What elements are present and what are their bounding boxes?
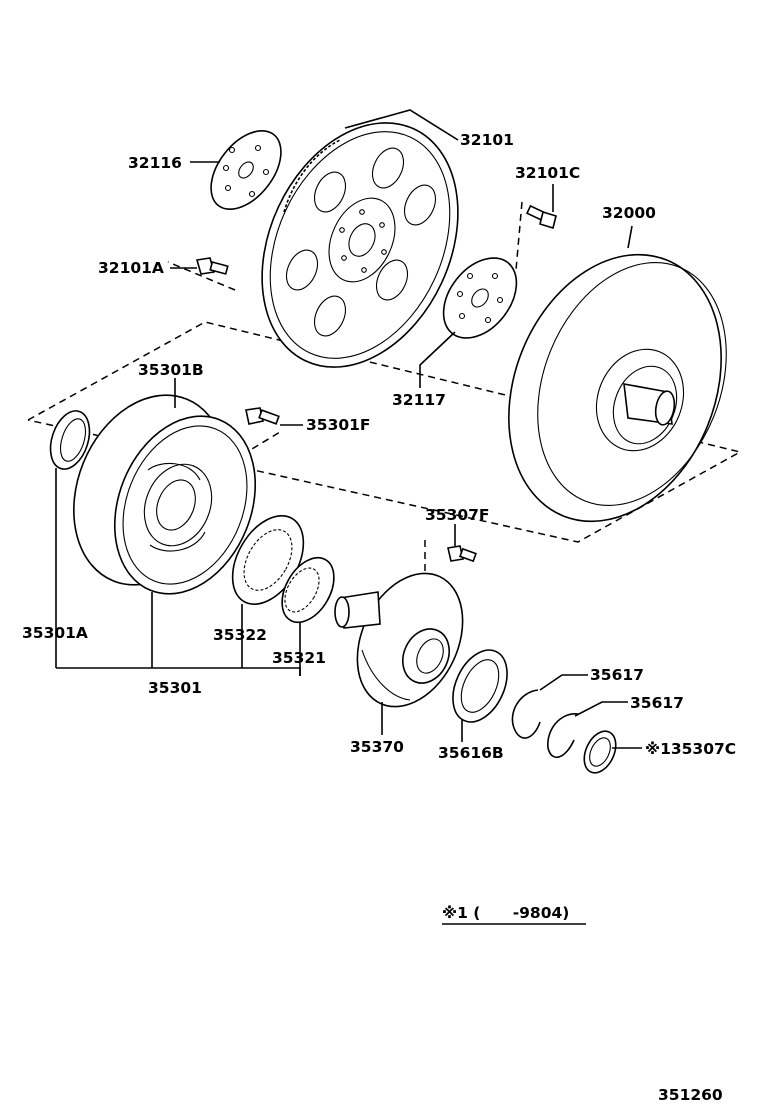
leader-lines xyxy=(55,109,642,749)
part-35370-stator-shaft[interactable] xyxy=(334,556,483,723)
label-35307C: ※135307C xyxy=(645,740,736,758)
part-35617-ring-b[interactable] xyxy=(547,713,579,759)
label-35617-b: 35617 xyxy=(630,694,684,712)
part-35301F-bolt[interactable] xyxy=(245,407,280,425)
part-35307F-bolt[interactable] xyxy=(447,545,477,563)
label-35322: 35322 xyxy=(213,626,267,644)
label-32000: 32000 xyxy=(602,204,656,222)
part-35301A-oil-seal[interactable] xyxy=(44,406,97,474)
label-35301: 35301 xyxy=(148,679,202,697)
label-35301B: 35301B xyxy=(138,361,204,379)
label-32101C: 32101C xyxy=(515,164,580,182)
part-35617-ring-a[interactable] xyxy=(511,689,541,739)
part-35301-pump-body[interactable] xyxy=(47,372,281,615)
label-32101A: 32101A xyxy=(98,259,164,277)
label-35617-a: 35617 xyxy=(590,666,644,684)
label-35370: 35370 xyxy=(350,738,404,756)
label-32116: 32116 xyxy=(128,154,182,172)
part-35307C-seal[interactable] xyxy=(578,726,622,778)
label-35301A: 35301A xyxy=(22,624,88,642)
part-35616B-thrust-washer[interactable] xyxy=(442,641,518,730)
label-35321: 35321 xyxy=(272,649,326,667)
footnote: ※1 ( -9804) xyxy=(442,904,569,922)
part-35321-gear[interactable] xyxy=(271,549,344,632)
part-32000-torque-converter[interactable] xyxy=(471,223,760,554)
label-35307F: 35307F xyxy=(425,506,490,524)
diagram-number: 351260 xyxy=(658,1086,723,1104)
label-35301F: 35301F xyxy=(306,416,371,434)
label-35616B: 35616B xyxy=(438,744,504,762)
part-32116-plate[interactable] xyxy=(197,118,295,222)
part-32101C-bolt[interactable] xyxy=(525,204,557,230)
part-32101-drive-plate[interactable] xyxy=(224,91,495,399)
label-32101: 32101 xyxy=(460,131,514,149)
label-32117: 32117 xyxy=(392,391,446,409)
part-32101A-bolt[interactable] xyxy=(195,257,229,275)
